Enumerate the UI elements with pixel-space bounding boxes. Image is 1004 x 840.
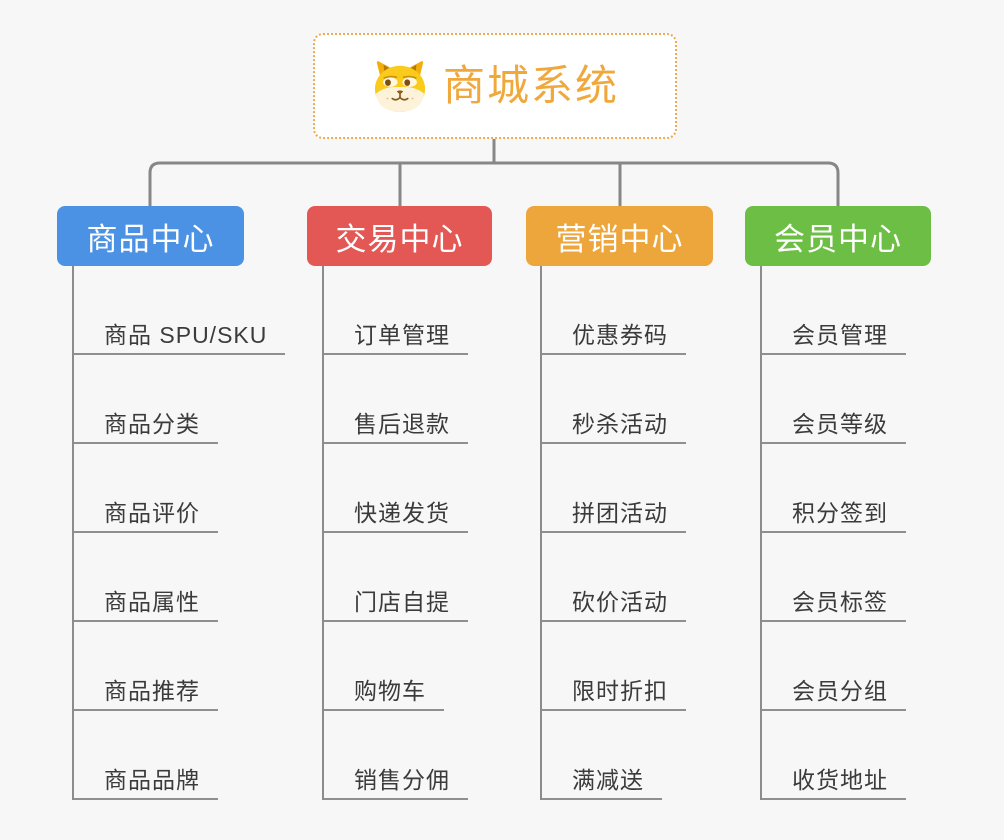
leaf-node[interactable]: 商品属性 (74, 580, 218, 622)
leaf-node[interactable]: 会员标签 (762, 580, 906, 622)
leaf-node[interactable]: 会员管理 (762, 313, 906, 355)
leaf-node[interactable]: 商品分类 (74, 402, 218, 444)
branch-label: 营销中心 (555, 221, 684, 257)
leaf-node[interactable]: 拼团活动 (542, 491, 686, 533)
leaf-node[interactable]: 满减送 (542, 758, 662, 800)
leaf-node[interactable]: 销售分佣 (324, 758, 468, 800)
leaf-node[interactable]: 商品评价 (74, 491, 218, 533)
root-title: 商城系统 (442, 62, 619, 109)
leaf-node[interactable]: 限时折扣 (542, 669, 686, 711)
leaf-node[interactable]: 会员分组 (762, 669, 906, 711)
leaf-node[interactable]: 购物车 (324, 669, 444, 711)
leaf-node[interactable]: 优惠券码 (542, 313, 686, 355)
branch-column-product: 商品 SPU/SKU 商品分类 商品评价 商品属性 商品推荐 商品品牌 (72, 266, 332, 800)
leaf-node[interactable]: 商品 SPU/SKU (74, 313, 286, 355)
branch-column-trade: 订单管理 售后退款 快递发货 门店自提 购物车 销售分佣 (322, 266, 582, 800)
leaf-node[interactable]: 商品品牌 (74, 758, 218, 800)
leaf-node[interactable]: 收货地址 (762, 758, 906, 800)
branch-node-member-center[interactable]: 会员中心 (745, 206, 931, 266)
branch-label: 交易中心 (335, 221, 464, 257)
leaf-node[interactable]: 售后退款 (324, 402, 468, 444)
leaf-node[interactable]: 秒杀活动 (542, 402, 686, 444)
branch-label: 商品中心 (86, 221, 215, 257)
doge-icon (374, 61, 426, 113)
branch-node-marketing-center[interactable]: 营销中心 (526, 206, 713, 266)
leaf-node[interactable]: 订单管理 (324, 313, 468, 355)
branch-label: 会员中心 (774, 221, 902, 257)
branch-column-marketing: 优惠券码 秒杀活动 拼团活动 砍价活动 限时折扣 满减送 (540, 266, 800, 800)
branch-node-trade-center[interactable]: 交易中心 (307, 206, 492, 266)
branch-column-member: 会员管理 会员等级 积分签到 会员标签 会员分组 收货地址 (760, 266, 1004, 800)
leaf-node[interactable]: 快递发货 (324, 491, 468, 533)
leaf-node[interactable]: 积分签到 (762, 491, 906, 533)
leaf-node[interactable]: 门店自提 (324, 580, 468, 622)
leaf-node[interactable]: 会员等级 (762, 402, 906, 444)
leaf-node[interactable]: 商品推荐 (74, 669, 218, 711)
branch-node-product-center[interactable]: 商品中心 (57, 206, 244, 266)
leaf-node[interactable]: 砍价活动 (542, 580, 686, 622)
root-node-mall-system[interactable]: 商城系统 (313, 33, 677, 139)
